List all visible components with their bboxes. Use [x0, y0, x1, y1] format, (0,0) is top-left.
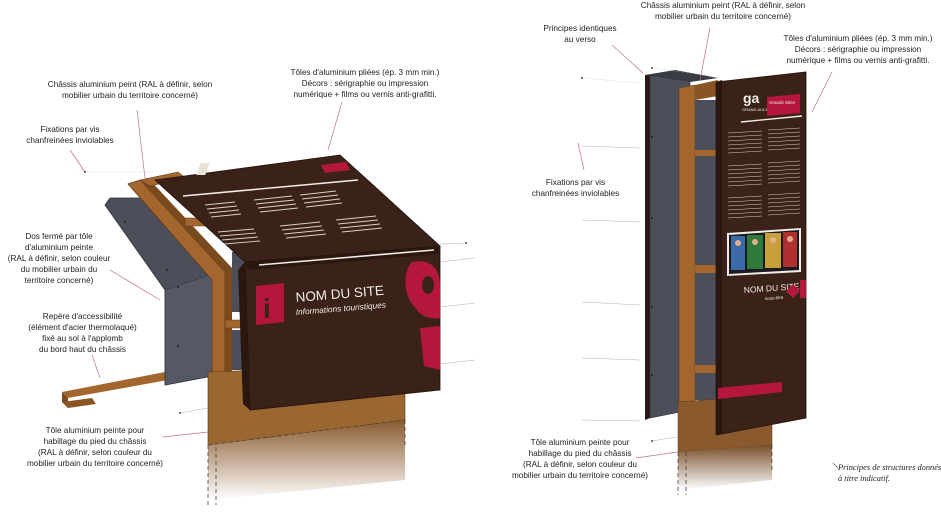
logo-mark	[405, 261, 440, 370]
stained-glass-photo	[727, 228, 801, 276]
right-leader-lines	[577, 27, 839, 469]
info-icon: i	[263, 293, 271, 324]
totem-logo-name: GRAND AUCH	[742, 107, 769, 112]
totem-header-tag	[767, 94, 800, 116]
accessibility-marker	[62, 372, 168, 408]
lectern-sign: i NOM DU SITE Informations touristiques	[62, 101, 476, 505]
info-badge	[256, 283, 284, 325]
totem-side-tab	[800, 280, 806, 298]
front-panel: i NOM DU SITE Informations touristiques	[238, 245, 441, 411]
label-right-toles: Tôles d'aluminium pliées (ép. 3 mm min.)…	[783, 34, 933, 65]
label-right-pied: Tôle aluminium peinte pour habillage du …	[511, 438, 649, 480]
footnote: Principes de structures donnés à titre i…	[838, 463, 941, 483]
left-leader-lines	[69, 101, 476, 438]
totem-front-panel: ga GRAND AUCH Grands Sites	[715, 71, 807, 436]
totem-text-blocks	[727, 127, 801, 219]
label-left-chassis: Châssis aluminium peint (RAL à définir, …	[47, 80, 213, 100]
reading-panel	[154, 154, 441, 270]
panel-text-blocks	[204, 190, 383, 245]
label-left-pied: Tôle aluminium peinte pour habillage du …	[26, 426, 164, 468]
totem-red-band	[718, 382, 782, 399]
label-left-repere: Repère d'accessibilité (élément d'acier …	[28, 312, 137, 354]
label-right-fixations: Fixations par vis chanfreinées inviolabl…	[531, 178, 620, 198]
panel-logo	[196, 163, 210, 175]
label-left-fixations: Fixations par vis chanfreinées inviolabl…	[26, 125, 114, 145]
label-left-dos: Dos fermé par tôle d'aluminium peinte (R…	[7, 232, 111, 285]
label-left-toles: Tôles d'aluminium pliées (ép. 3 mm min.)…	[290, 68, 440, 99]
totem-diamond	[786, 284, 800, 298]
label-right-principes: Principes identiques au verso	[543, 24, 617, 44]
totem-site-name: NOM DU SITE	[743, 281, 800, 295]
totem-site-subtitle: sous-titre	[765, 295, 784, 301]
totem-header-text: Grands Sites	[769, 100, 796, 105]
label-right-chassis: Châssis aluminium peint (RAL à définir, …	[640, 1, 806, 21]
totem-sign: ga GRAND AUCH Grands Sites	[577, 27, 839, 495]
totem-logo: ga	[743, 90, 760, 106]
panel-header-tag	[321, 162, 350, 173]
totem-chassis-frame	[678, 80, 718, 411]
site-name: NOM DU SITE	[295, 283, 384, 305]
